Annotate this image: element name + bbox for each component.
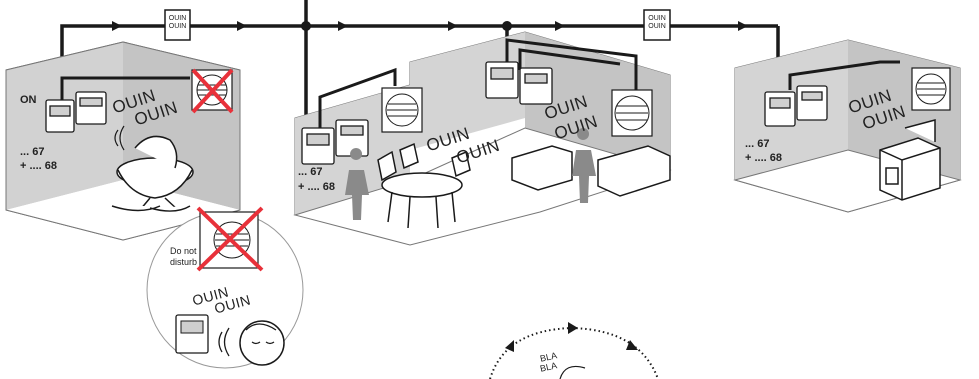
- do-not-disturb-line1: Do not: [170, 246, 210, 257]
- nursery-code-1: ... 67: [20, 146, 44, 158]
- living-code-1: ... 67: [298, 166, 322, 178]
- do-not-disturb-label: Do not disturb: [170, 246, 210, 268]
- kitchen-code-1: ... 67: [745, 138, 769, 150]
- living-speaker-left: [382, 88, 422, 132]
- relay-box-2-line1: OUIN: [644, 15, 670, 23]
- bottom-circle-arrows: [505, 322, 638, 352]
- living-speaker-right: [612, 90, 652, 136]
- kitchen-speaker: [912, 68, 950, 110]
- do-not-disturb-line2: disturb: [170, 257, 210, 268]
- living-code-2: + .... 68: [298, 181, 335, 193]
- kitchen-code-2: + .... 68: [745, 152, 782, 164]
- nursery-status: ON: [20, 94, 37, 106]
- relay-box-1-label: OUIN OUIN: [165, 15, 190, 31]
- relay-box-1-line2: OUIN: [165, 23, 190, 31]
- relay-box-2-line2: OUIN: [644, 23, 670, 31]
- nursery-speaker-muted: [192, 70, 232, 112]
- bottom-dotted-circle: [490, 328, 658, 379]
- bottom-circle-head: [560, 366, 585, 379]
- relay-box-1-line1: OUIN: [165, 15, 190, 23]
- relay-box-2-label: OUIN OUIN: [644, 15, 670, 31]
- nursery-code-2: + .... 68: [20, 160, 57, 172]
